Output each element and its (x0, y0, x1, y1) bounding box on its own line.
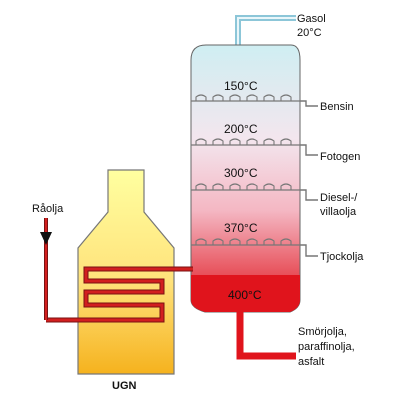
bubble-cap-icon (246, 94, 258, 101)
bubble-cap-icon (212, 183, 224, 190)
bubble-cap-icon (263, 94, 275, 101)
column-trays (191, 94, 300, 246)
label-residue-line3: asfalt (298, 356, 324, 368)
bubble-cap-icon (195, 238, 207, 245)
label-residue-line2: paraffinolja, (298, 341, 355, 353)
side-draw-pipes (300, 100, 318, 257)
feed-arrow-icon (40, 232, 52, 245)
bubble-cap-icon (263, 138, 275, 145)
label-bensin: Bensin (320, 101, 354, 113)
bubble-cap-icon (246, 138, 258, 145)
bubble-cap-icon (212, 238, 224, 245)
bubble-cap-icon (263, 183, 275, 190)
bubble-cap-icon (195, 94, 207, 101)
bubble-cap-icon (212, 138, 224, 145)
temp-tray-5: 400°C (228, 288, 262, 302)
bubble-cap-icon (280, 138, 292, 145)
temp-tray-4: 370°C (224, 221, 258, 235)
label-residue-line1: Smörjolja, (298, 326, 347, 338)
residue-outlet-pipe (236, 312, 296, 360)
label-fotogen: Fotogen (320, 151, 360, 163)
label-raolja: Råolja (32, 203, 64, 215)
bubble-cap-icon (229, 138, 241, 145)
label-diesel-line2: villaolja (320, 206, 357, 218)
bubble-cap-icon (280, 94, 292, 101)
gas-outlet-pipe (235, 15, 296, 45)
bubble-cap-icon (212, 94, 224, 101)
bubble-cap-icon (229, 183, 241, 190)
bubble-cap-icon (195, 138, 207, 145)
bubble-cap-icon (195, 183, 207, 190)
label-diesel-line1: Diesel-/ (320, 192, 358, 204)
label-ugn: UGN (112, 380, 137, 392)
label-gas-line2: 20°C (297, 27, 322, 39)
temp-tray-1: 150°C (224, 79, 258, 93)
label-tjockolja: Tjockolja (320, 251, 364, 263)
label-gas-line1: Gasol (297, 13, 326, 25)
bubble-cap-icon (263, 238, 275, 245)
bubble-cap-icon (280, 183, 292, 190)
temp-tray-2: 200°C (224, 122, 258, 136)
bubble-cap-icon (280, 238, 292, 245)
bubble-cap-icon (246, 183, 258, 190)
column-bottom-residue (191, 275, 300, 312)
bubble-cap-icon (246, 238, 258, 245)
temp-tray-3: 300°C (224, 166, 258, 180)
furnace-body (77, 169, 175, 375)
bubble-cap-icon (229, 94, 241, 101)
furnace-heating-coil (46, 266, 193, 323)
bubble-cap-icon (229, 238, 241, 245)
